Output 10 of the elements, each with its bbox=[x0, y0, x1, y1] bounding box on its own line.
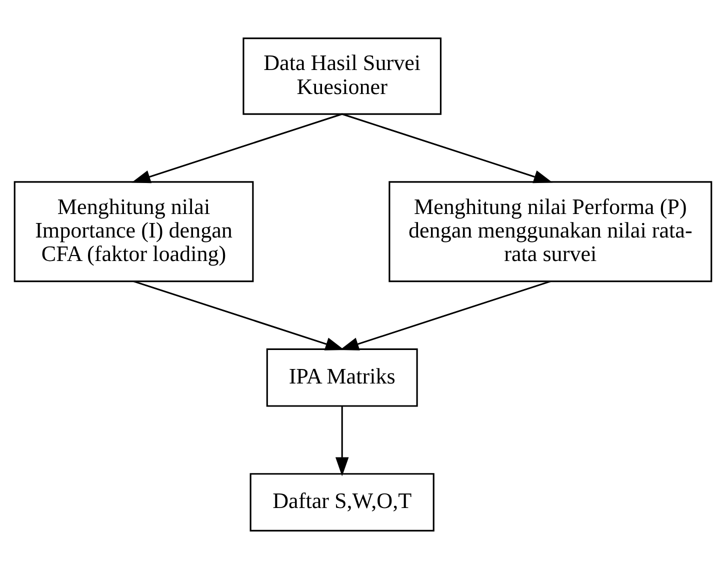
arrow bbox=[335, 406, 349, 476]
node-box: IPA Matriks bbox=[266, 348, 418, 407]
arrow bbox=[134, 280, 344, 350]
node-box: Daftar S,W,O,T bbox=[250, 473, 434, 532]
node-box: Menghitung nilai Performa (P) dengan menggunakan nilai rata-rata survei bbox=[388, 181, 712, 282]
node-box: Data Hasil Survei Kuesioner bbox=[242, 38, 442, 115]
arrow bbox=[132, 113, 342, 184]
node-box: Menghitung nilai Importance (I) dengan CFA (faktor loading) bbox=[14, 181, 254, 282]
arrow bbox=[340, 280, 551, 350]
arrow bbox=[342, 113, 553, 184]
